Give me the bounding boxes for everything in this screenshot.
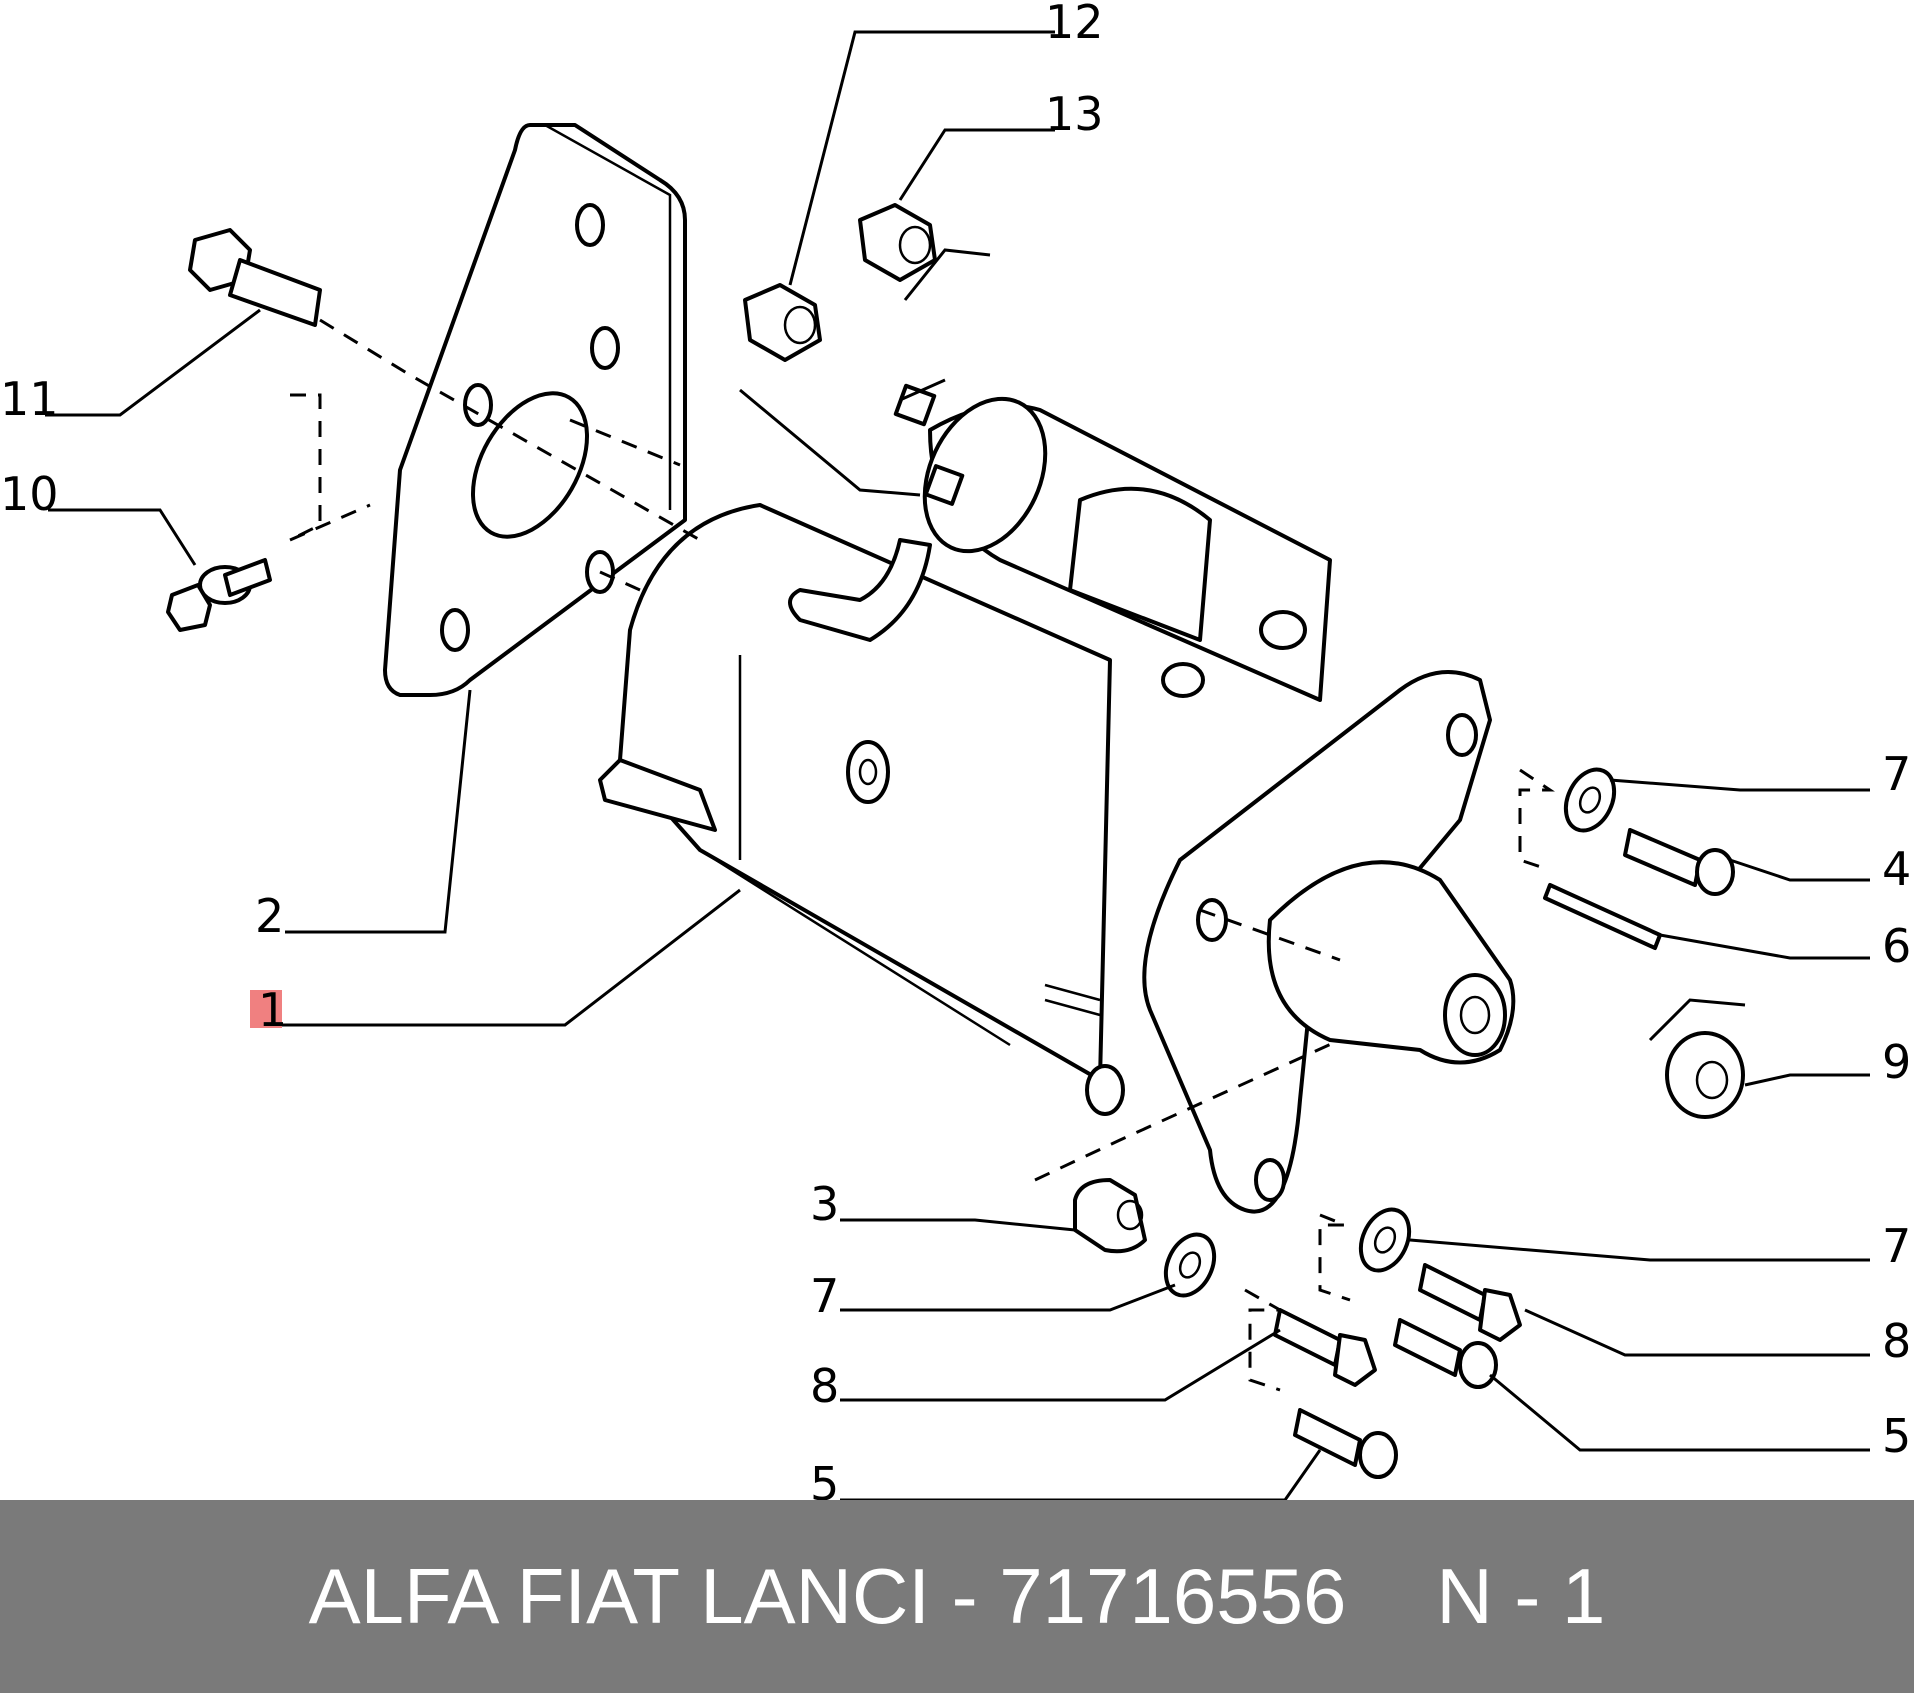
screw-4-part xyxy=(1623,828,1735,896)
exploded-parts-diagram: 1 2 3 4 5 5 6 7 7 7 8 8 9 10 11 12 13 xyxy=(0,0,1911,1500)
sheet-code: N - 1 xyxy=(1436,1552,1606,1640)
callout-9: 9 xyxy=(1882,1035,1911,1089)
callout-7-right: 7 xyxy=(1882,1219,1911,1273)
callout-3: 3 xyxy=(810,1177,839,1231)
brand-text: ALFA FIAT LANCI xyxy=(308,1552,930,1640)
bolt-8-left-part xyxy=(1273,1308,1377,1387)
washer-7-lower-left-part xyxy=(1163,1232,1217,1298)
callout-1-highlight xyxy=(250,990,282,1028)
callout-8-left: 8 xyxy=(810,1359,839,1413)
nut-12-part xyxy=(743,283,822,362)
callout-5-right: 5 xyxy=(1882,1409,1911,1463)
washer-7-upper-part xyxy=(1563,767,1617,833)
callout-1: 1 xyxy=(258,983,287,1037)
screw-5-lower-part xyxy=(1293,1408,1398,1479)
nut-13-part xyxy=(858,203,937,282)
callout-labels: 1 2 3 4 5 5 6 7 7 7 8 8 9 10 11 12 13 xyxy=(0,0,1911,1500)
bolt-8-right-part xyxy=(1418,1263,1522,1342)
nut-9-part xyxy=(1665,1031,1745,1119)
callout-6: 6 xyxy=(1882,919,1911,973)
callout-13: 13 xyxy=(1045,87,1104,141)
footer-separator: - xyxy=(951,1552,978,1640)
assembly-guide-lines xyxy=(289,318,1555,1392)
starter-motor-part xyxy=(598,378,1516,1214)
part-footer-banner: ALFA FIAT LANCI - 71716556 N - 1 xyxy=(0,1500,1914,1693)
callout-11: 11 xyxy=(0,372,59,426)
callout-10: 10 xyxy=(0,467,59,521)
callout-7-left: 7 xyxy=(810,1269,839,1323)
spacer-3-part xyxy=(1073,1178,1147,1254)
callout-7-upper: 7 xyxy=(1882,747,1911,801)
part-number: 71716556 xyxy=(999,1552,1347,1640)
callout-4: 4 xyxy=(1882,842,1911,896)
washer-7-lower-right-part xyxy=(1358,1207,1412,1273)
bolt-11-part xyxy=(188,228,322,327)
callout-leader-lines xyxy=(45,30,1870,1500)
callout-12: 12 xyxy=(1045,0,1104,49)
callout-2: 2 xyxy=(255,889,284,943)
callout-8-right: 8 xyxy=(1882,1314,1911,1368)
screw-5-right-part xyxy=(1393,1318,1498,1389)
mounting-plate-part xyxy=(383,123,687,697)
callout-5-lower: 5 xyxy=(810,1457,839,1500)
stud-6-part xyxy=(1543,883,1662,950)
screw-10-part xyxy=(166,558,272,632)
